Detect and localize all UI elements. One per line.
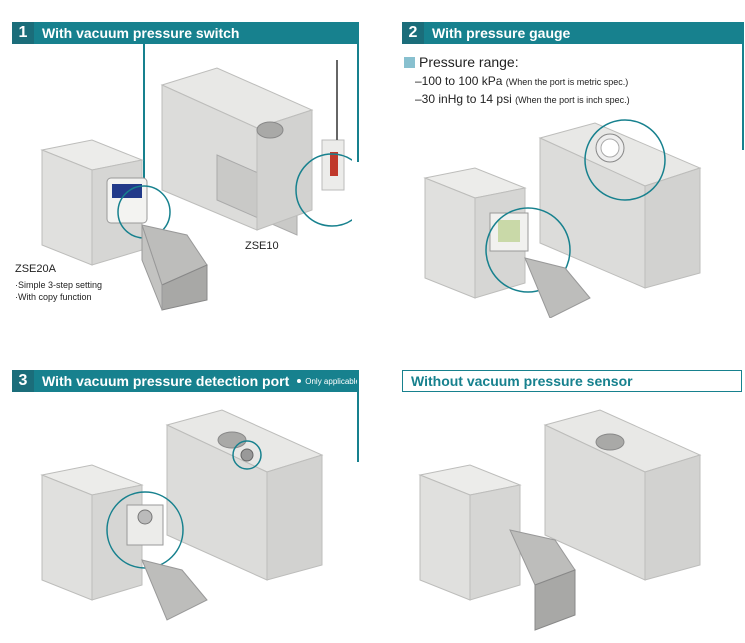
zse20a-label: ZSE20A: [15, 263, 56, 275]
panel-3-frame-right: [357, 370, 359, 462]
panel-3-title-bar: With vacuum pressure detection port Only…: [34, 370, 430, 392]
range-metric-value: –100 to 100 kPa: [415, 74, 503, 88]
vacuum-ejector-port-illustration: [40, 409, 324, 621]
panel-3-note: Only applicable to the ZL1 and ZL3: [297, 377, 430, 386]
bullet-square-icon: [404, 57, 415, 68]
pressure-range-heading: Pressure range:: [404, 54, 519, 70]
panel-3-title: With vacuum pressure detection port: [42, 373, 290, 389]
range-inch-note: (When the port is inch spec.): [515, 95, 630, 105]
panel-1-frame-right: [357, 22, 359, 162]
panel-2-header: 2 With pressure gauge: [402, 22, 744, 44]
vacuum-ejector-gauge-illustration: [423, 119, 702, 318]
panel-2-number: 2: [402, 22, 424, 44]
panel-4-title: Without vacuum pressure sensor: [402, 370, 742, 392]
zse20a-feature-2: ·With copy function: [15, 292, 92, 302]
pressure-range-metric: –100 to 100 kPa (When the port is metric…: [415, 74, 628, 88]
zse20a-feature-1: ·Simple 3-step setting: [15, 280, 103, 290]
panel-1-title: With vacuum pressure switch: [34, 22, 359, 44]
range-metric-note: (When the port is metric spec.): [505, 77, 629, 87]
panel-3-note-text: Only applicable to the ZL1 and ZL3: [305, 376, 430, 386]
pressure-range-title: Pressure range:: [419, 54, 519, 70]
range-inch-value: –30 inHg to 14 psi: [415, 92, 512, 106]
zse20a-leader-vertical: [143, 44, 145, 178]
panel-3-number: 3: [12, 370, 34, 392]
zse10-label: ZSE10: [245, 240, 279, 252]
pressure-range-inch: –30 inHg to 14 psi (When the port is inc…: [415, 92, 630, 106]
panel-1-header: 1 With vacuum pressure switch: [12, 22, 359, 44]
panel-3-header: 3 With vacuum pressure detection port On…: [12, 370, 430, 392]
panel-1-number: 1: [12, 22, 34, 44]
panel-2-frame-right: [742, 22, 744, 150]
vacuum-ejector-switch-illustration: [40, 60, 352, 311]
vacuum-ejector-plain-illustration: [418, 409, 702, 631]
panel-2-title: With pressure gauge: [424, 22, 744, 44]
note-bullet-icon: [297, 379, 302, 384]
